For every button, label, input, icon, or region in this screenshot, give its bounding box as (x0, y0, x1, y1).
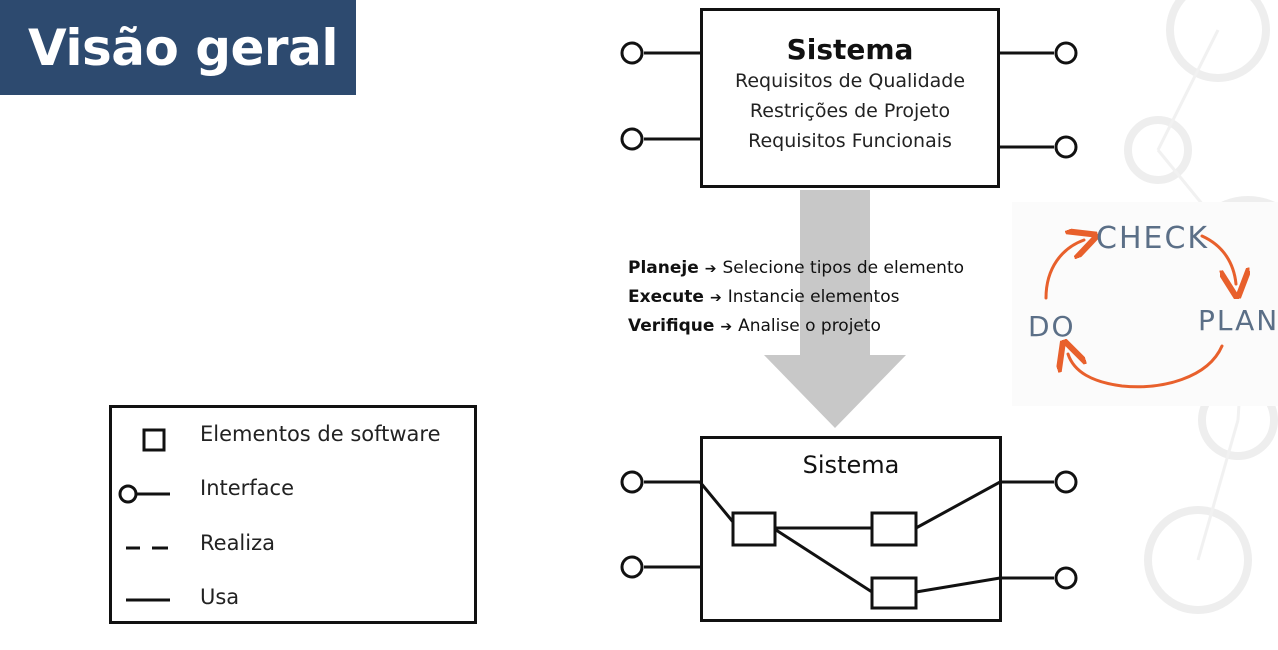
software-element-b (870, 511, 918, 547)
connection-elem-a-to-elem-c (775, 528, 873, 594)
system-bottom-name: Sistema (802, 451, 900, 479)
cycle-arrow-do-to-check (1044, 240, 1084, 300)
top-interface-right-1 (1054, 41, 1078, 65)
top-interface-left-2 (620, 127, 644, 151)
bottom-interface-right-2 (1054, 566, 1078, 590)
system-box-top: Sistema Requisitos de Qualidade Restriçõ… (700, 8, 1000, 188)
legend-label-elements: Elementos de software (200, 422, 441, 446)
cycle-arrow-plan-to-do (1068, 346, 1224, 389)
slide-title: Visão geral (28, 18, 338, 77)
flow-down-arrow (764, 190, 906, 428)
pdca-do-label: DO (1028, 310, 1076, 343)
bottom-interface-left-2 (620, 555, 644, 579)
pdca-check-label: CHECK (1096, 221, 1209, 256)
step-execute: Execute➔Instancie elementos (628, 287, 900, 307)
square-icon (142, 428, 166, 452)
software-element-c (870, 576, 918, 610)
system-box-bottom: Sistema (700, 436, 1002, 622)
connection-left-1-to-elem-a (644, 480, 740, 529)
connection-elem-c-to-right-2 (915, 576, 1054, 594)
right-arrow-icon: ➔ (720, 319, 733, 335)
legend-icons (118, 428, 170, 602)
right-arrow-icon: ➔ (709, 290, 722, 306)
legend-label-uses: Usa (200, 585, 240, 609)
legend-box: Elementos de software Interface Realiza … (109, 405, 477, 624)
top-interface-right-2 (1054, 135, 1078, 159)
interface-icon (118, 484, 138, 504)
requirement-functional: Requisitos Funcionais (748, 130, 952, 152)
right-arrow-icon: ➔ (704, 261, 717, 277)
system-top-name: Sistema (786, 33, 914, 66)
step-plan: Planeje➔Selecione tipos de elemento (628, 258, 965, 278)
step-verify: Verifique➔Analise o projeto (628, 316, 881, 336)
legend-label-realizes: Realiza (200, 531, 275, 555)
pdca-cycle-card: CHECK PLAN DO (1012, 202, 1278, 406)
pdca-cycle-diagram: CHECK PLAN DO (1028, 221, 1278, 389)
legend-label-interface: Interface (200, 476, 295, 500)
software-element-a (731, 511, 777, 547)
requirement-constraints: Restrições de Projeto (749, 100, 951, 122)
bottom-interface-left-1 (620, 470, 644, 494)
pdca-plan-label: PLAN (1198, 304, 1278, 337)
top-system-interfaces (620, 41, 1078, 159)
top-interface-left-1 (620, 41, 644, 65)
title-banner: Visão geral (0, 0, 356, 95)
requirement-quality: Requisitos de Qualidade (734, 70, 966, 92)
bottom-interface-right-1 (1054, 470, 1078, 494)
bottom-system-internals (620, 470, 1078, 610)
cycle-arrow-check-to-plan (1200, 234, 1236, 284)
connection-elem-b-to-right-1 (915, 480, 1054, 530)
process-steps: Planeje➔Selecione tipos de elemento Exec… (628, 254, 964, 341)
